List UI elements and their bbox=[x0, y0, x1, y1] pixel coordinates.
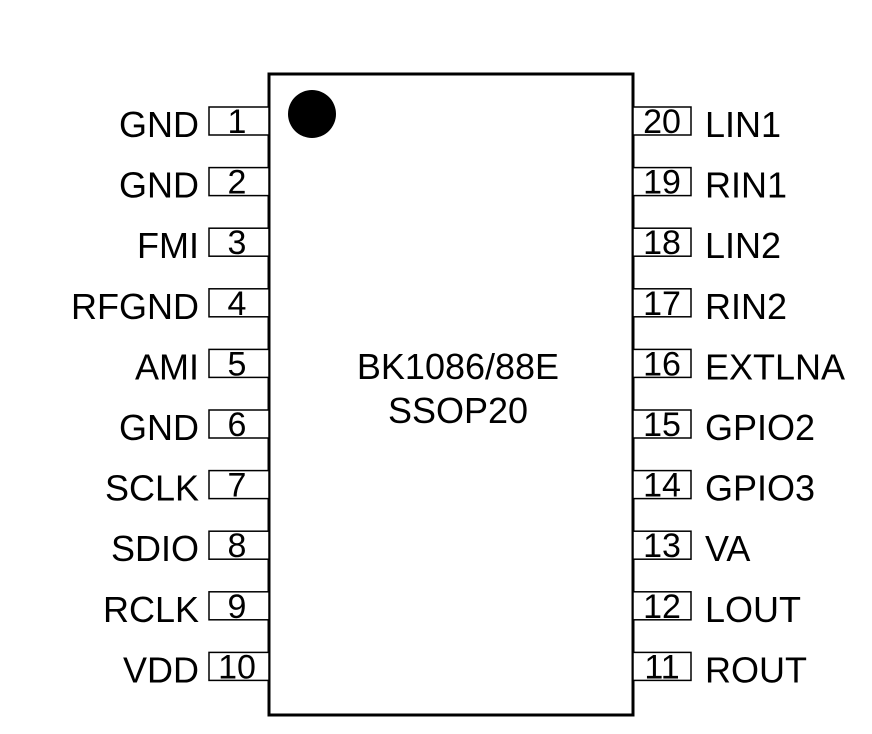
pin-box-17 bbox=[632, 288, 692, 318]
pin-9: 9 RCLK bbox=[103, 588, 270, 630]
pin-box-5 bbox=[208, 348, 270, 379]
pin-6: 6 GND bbox=[119, 406, 270, 448]
pin-box-11 bbox=[632, 651, 692, 682]
pin-box-2 bbox=[208, 166, 270, 197]
pin-box-6 bbox=[208, 409, 270, 439]
pin-label-10: VDD bbox=[123, 649, 199, 690]
pin-14: 14 GPIO3 bbox=[632, 467, 815, 509]
pin-label-8: SDIO bbox=[111, 528, 199, 569]
pin-13: 13 VA bbox=[632, 527, 750, 569]
pin-5: 5 AMI bbox=[135, 345, 270, 387]
pin-label-18: LIN2 bbox=[705, 225, 781, 266]
pin-number-9: 9 bbox=[228, 588, 247, 626]
pin-10: 10 VDD bbox=[123, 648, 270, 690]
pin-label-3: FMI bbox=[137, 225, 199, 266]
pin-2: 2 GND bbox=[119, 164, 270, 206]
pin-box-12 bbox=[632, 591, 692, 621]
pin-3: 3 FMI bbox=[137, 224, 270, 266]
pin-number-2: 2 bbox=[228, 164, 247, 202]
pin-number-10: 10 bbox=[218, 648, 256, 686]
pin-19: 19 RIN1 bbox=[632, 164, 787, 206]
pin-label-9: RCLK bbox=[103, 589, 199, 630]
pin1-dot bbox=[288, 90, 336, 138]
pin-number-1: 1 bbox=[228, 103, 247, 141]
pin-label-16: EXTLNA bbox=[705, 346, 845, 387]
pin-number-4: 4 bbox=[228, 285, 247, 323]
pin-7: 7 SCLK bbox=[105, 467, 270, 509]
pin-label-6: GND bbox=[119, 407, 199, 448]
pin-label-5: AMI bbox=[135, 346, 199, 387]
pin-17: 17 RIN2 bbox=[632, 285, 787, 327]
pin-1: 1 GND bbox=[119, 103, 270, 145]
pin-label-13: VA bbox=[705, 528, 750, 569]
chip-body bbox=[267, 72, 635, 717]
pin-label-11: ROUT bbox=[705, 649, 807, 690]
pin-12: 12 LOUT bbox=[632, 588, 801, 630]
chip-package: SSOP20 bbox=[388, 390, 528, 431]
pin-18: 18 LIN2 bbox=[632, 224, 781, 266]
pin-number-18: 18 bbox=[643, 224, 681, 262]
pin-label-2: GND bbox=[119, 165, 199, 206]
pin-box-20 bbox=[632, 106, 692, 136]
pin-number-7: 7 bbox=[228, 467, 247, 505]
pin-number-6: 6 bbox=[228, 406, 247, 444]
pin-box-18 bbox=[632, 227, 692, 257]
chip-part-number: BK1086/88E bbox=[357, 346, 559, 387]
pin-box-19 bbox=[632, 166, 692, 197]
pin-label-7: SCLK bbox=[105, 468, 199, 509]
pin-box-1 bbox=[208, 106, 270, 136]
pin-number-3: 3 bbox=[228, 224, 247, 262]
pin-box-15 bbox=[632, 409, 692, 439]
pin-box-8 bbox=[208, 530, 270, 560]
pin-box-13 bbox=[632, 530, 692, 560]
pin-11: 11 ROUT bbox=[632, 648, 807, 690]
pin-8: 8 SDIO bbox=[111, 527, 270, 569]
pin-16: 16 EXTLNA bbox=[632, 345, 845, 387]
pin-box-10 bbox=[208, 651, 270, 682]
pin-box-14 bbox=[632, 469, 692, 500]
pins-left: 1GND2GND3FMI4RFGND5AMI6GND7SCLK8SDIO9RCL… bbox=[71, 103, 270, 690]
pin-number-13: 13 bbox=[643, 527, 681, 565]
pin-label-20: LIN1 bbox=[705, 104, 781, 145]
pin-label-1: GND bbox=[119, 104, 199, 145]
pin-20: 20 LIN1 bbox=[632, 103, 781, 145]
pin-box-3 bbox=[208, 227, 270, 257]
pin-box-4 bbox=[208, 288, 270, 318]
pin-number-14: 14 bbox=[643, 467, 681, 505]
pin-number-20: 20 bbox=[643, 103, 681, 141]
pin-number-19: 19 bbox=[643, 164, 681, 202]
pin-number-15: 15 bbox=[643, 406, 681, 444]
pin-number-12: 12 bbox=[643, 588, 681, 626]
pin-box-16 bbox=[632, 348, 692, 379]
pin-label-4: RFGND bbox=[71, 286, 199, 327]
pin-15: 15 GPIO2 bbox=[632, 406, 815, 448]
pin-number-16: 16 bbox=[643, 345, 681, 383]
pin-box-7 bbox=[208, 469, 270, 500]
pin-label-12: LOUT bbox=[705, 589, 801, 630]
pin-label-14: GPIO3 bbox=[705, 468, 815, 509]
pin-box-9 bbox=[208, 591, 270, 621]
pin-label-15: GPIO2 bbox=[705, 407, 815, 448]
pin-number-8: 8 bbox=[228, 527, 247, 565]
pin-number-5: 5 bbox=[228, 345, 247, 383]
pin-4: 4 RFGND bbox=[71, 285, 270, 327]
pin-label-19: RIN1 bbox=[705, 165, 787, 206]
pin-number-17: 17 bbox=[643, 285, 681, 323]
pin-number-11: 11 bbox=[644, 648, 679, 686]
pin-label-17: RIN2 bbox=[705, 286, 787, 327]
